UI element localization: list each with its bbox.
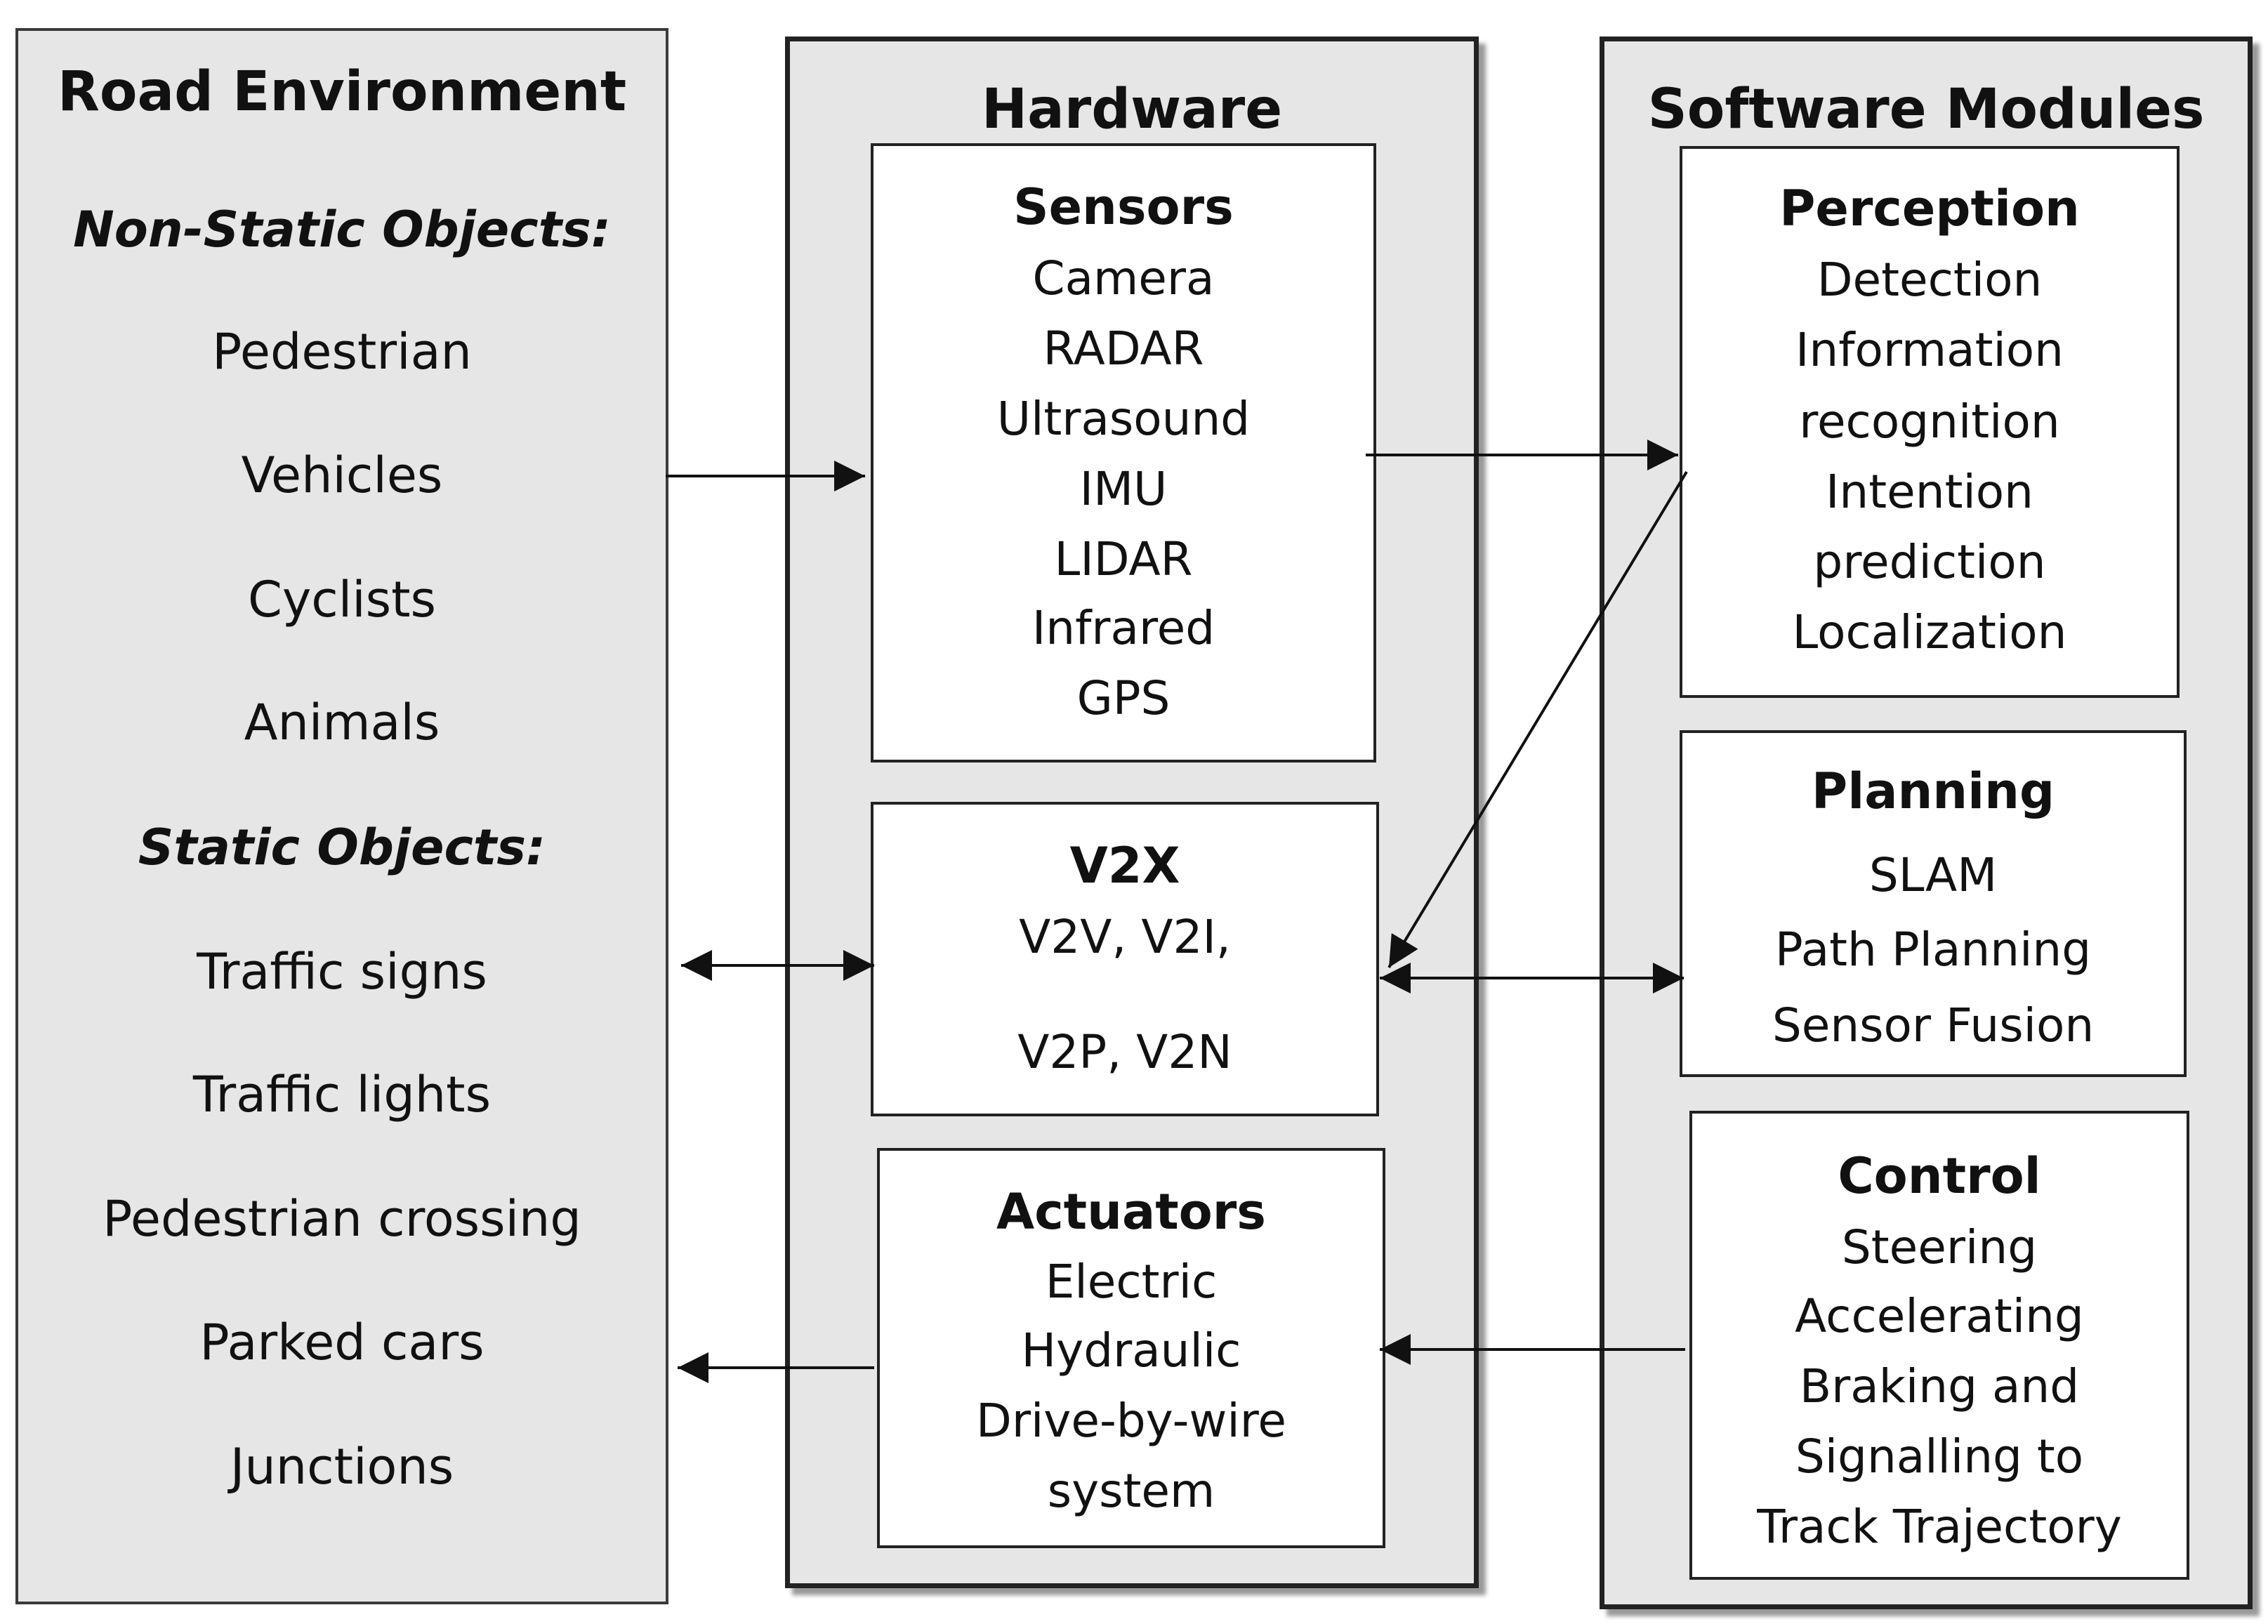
sensor-item-lidar: LIDAR — [1054, 532, 1193, 586]
road-item-traffic-lights: Traffic lights — [192, 1066, 492, 1123]
non-static-objects-heading: Non-Static Objects: — [73, 201, 611, 258]
perception-box: Perception Detection Information recogni… — [1680, 146, 2180, 698]
sensor-item-radar: RADAR — [1043, 322, 1204, 376]
hardware-title: Hardware — [981, 78, 1283, 141]
actuators-box: Actuators Electric Hydraulic Drive-by-wi… — [877, 1148, 1385, 1548]
software-modules-title: Software Modules — [1647, 78, 2205, 141]
arrow-perception-to-v2x — [1387, 470, 1688, 969]
sensor-item-gps: GPS — [1076, 671, 1171, 725]
actuator-item-hydraulic: Hydraulic — [1021, 1323, 1241, 1378]
road-item-junctions: Junctions — [230, 1438, 454, 1496]
road-environment-panel: Road Environment Non-Static Objects: Ped… — [15, 28, 668, 1604]
perception-title: Perception — [1779, 180, 2080, 237]
road-item-pedestrian-crossing: Pedestrian crossing — [103, 1190, 581, 1248]
planning-title: Planning — [1811, 763, 2055, 820]
control-item-braking: Braking and — [1799, 1359, 2080, 1413]
static-objects-heading: Static Objects: — [138, 819, 546, 876]
perception-item-localization: Localization — [1792, 605, 2067, 659]
perception-item-recognition: recognition — [1799, 395, 2060, 449]
sensor-item-imu: IMU — [1079, 462, 1168, 516]
sensors-box: Sensors Camera RADAR Ultrasound IMU LIDA… — [871, 143, 1376, 763]
planning-item-sensor-fusion: Sensor Fusion — [1772, 998, 2095, 1052]
sensors-title: Sensors — [1013, 178, 1234, 236]
road-item-pedestrian: Pedestrian — [212, 323, 472, 381]
actuator-item-system: system — [1047, 1464, 1215, 1518]
planning-item-slam: SLAM — [1868, 848, 1998, 902]
road-item-parked-cars: Parked cars — [199, 1314, 484, 1371]
control-item-accelerating: Accelerating — [1795, 1289, 2084, 1343]
control-title: Control — [1838, 1147, 2041, 1205]
road-environment-title: Road Environment — [57, 60, 627, 124]
v2x-title: V2X — [1069, 837, 1180, 894]
v2x-item-line2: V2P, V2N — [1017, 1025, 1232, 1079]
perception-item-intention: Intention — [1825, 465, 2034, 519]
planning-item-path-planning: Path Planning — [1774, 923, 2092, 977]
sensor-item-ultrasound: Ultrasound — [996, 392, 1251, 446]
perception-item-detection: Detection — [1817, 253, 2043, 307]
road-item-vehicles: Vehicles — [241, 447, 443, 504]
actuators-title: Actuators — [996, 1183, 1266, 1241]
control-box: Control Steering Accelerating Braking an… — [1689, 1111, 2189, 1580]
road-item-traffic-signs: Traffic signs — [197, 943, 487, 1001]
road-item-cyclists: Cyclists — [247, 571, 437, 628]
control-item-track-trajectory: Track Trajectory — [1757, 1500, 2122, 1554]
v2x-box: V2X V2V, V2I, V2P, V2N — [871, 802, 1379, 1116]
road-item-animals: Animals — [244, 694, 440, 751]
actuator-item-drive-by-wire: Drive-by-wire — [976, 1394, 1286, 1448]
control-item-steering: Steering — [1841, 1220, 2038, 1274]
actuator-item-electric: Electric — [1045, 1255, 1218, 1309]
v2x-item-line1: V2V, V2I, — [1019, 910, 1231, 964]
planning-box: Planning SLAM Path Planning Sensor Fusio… — [1680, 730, 2187, 1077]
sensor-item-infrared: Infrared — [1031, 601, 1215, 655]
perception-item-prediction: prediction — [1813, 535, 2046, 589]
perception-item-information: Information — [1795, 323, 2064, 377]
sensor-item-camera: Camera — [1032, 251, 1215, 305]
control-item-signalling: Signalling to — [1795, 1430, 2084, 1484]
